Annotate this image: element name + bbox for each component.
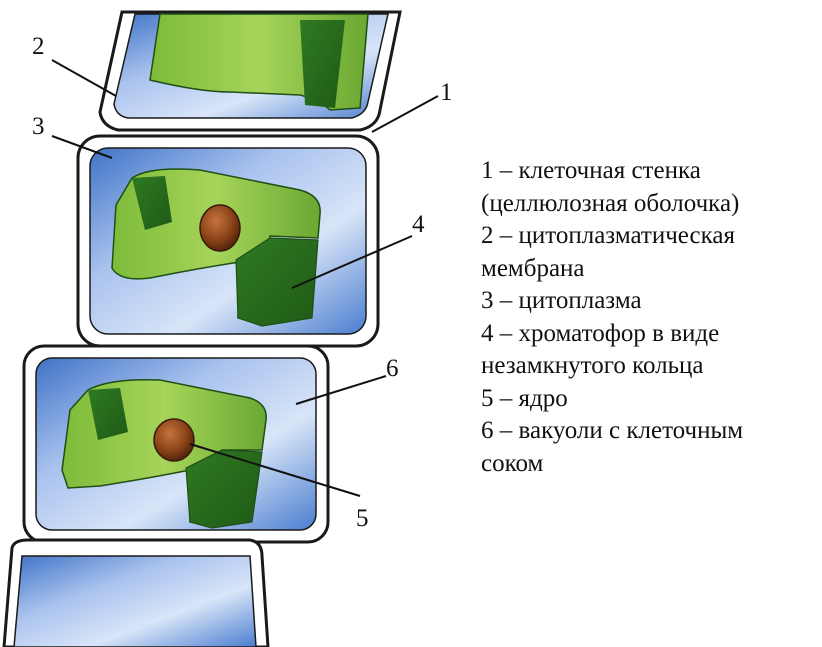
callout-1: 1 <box>440 80 453 105</box>
legend-line: 6 – вакуоли с клеточным <box>481 415 816 448</box>
legend: 1 – клеточная стенка (целлюлозная оболоч… <box>481 155 816 480</box>
legend-line: 1 – клеточная стенка <box>481 155 816 188</box>
callout-3: 3 <box>32 114 45 139</box>
legend-line: 2 – цитоплазматическая <box>481 220 816 253</box>
cell-middle <box>78 136 378 346</box>
callout-5: 5 <box>356 506 369 531</box>
nucleus-middle <box>200 205 240 251</box>
cell-bottom <box>4 540 268 647</box>
legend-line: соком <box>481 448 816 481</box>
cell-top <box>100 12 400 130</box>
cell-lower <box>24 346 328 542</box>
legend-line: мембрана <box>481 253 816 286</box>
callout-2: 2 <box>32 34 45 59</box>
legend-line: 3 – цитоплазма <box>481 285 816 318</box>
callout-6: 6 <box>386 356 399 381</box>
legend-line: 4 – хроматофор в виде <box>481 318 816 351</box>
legend-line: (целлюлозная оболочка) <box>481 188 816 221</box>
legend-line: незамкнутого кольца <box>481 350 816 383</box>
legend-line: 5 – ядро <box>481 383 816 416</box>
callout-4: 4 <box>412 212 425 237</box>
nucleus-lower <box>154 419 194 461</box>
vacuole-bottom <box>14 556 256 647</box>
